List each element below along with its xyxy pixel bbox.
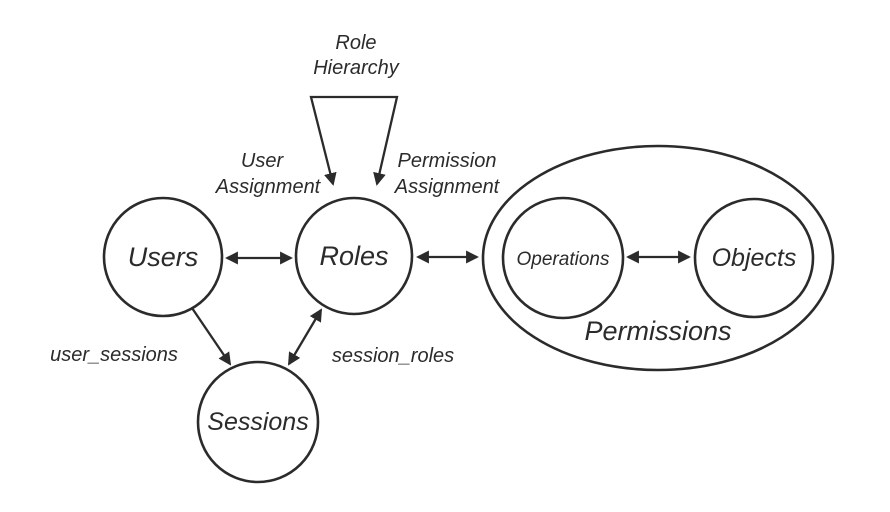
objects-node-circle: [693, 197, 815, 319]
operations-node-label: Operations: [517, 249, 610, 270]
user-assignment-label-line2: Assignment: [215, 176, 322, 198]
user-assignment-label-line1: User: [241, 150, 285, 172]
sessions-node-label: Sessions: [207, 408, 308, 436]
objects-node-label: Objects: [712, 244, 797, 272]
operations-node-circle: [501, 196, 625, 320]
permissions-group-ellipse: [481, 144, 835, 372]
sessions-roles-arrow: [288, 308, 322, 366]
permissions-group-label: Permissions: [584, 316, 731, 346]
roles-node-circle: [294, 196, 414, 316]
user-sessions-edge-label: user_sessions: [50, 344, 178, 366]
users-sessions-arrow: [191, 307, 232, 366]
permission-assignment-label-line2: Assignment: [394, 176, 501, 198]
role-hierarchy-loop-arrow: [309, 95, 399, 186]
session-roles-edge-label: session_roles: [332, 345, 454, 367]
permission-assignment-label-line1: Permission: [398, 150, 497, 172]
role-hierarchy-label-line2: Hierarchy: [313, 57, 400, 79]
users-node-circle: [102, 196, 224, 318]
sessions-node-circle: [196, 360, 320, 484]
users-node-label: Users: [128, 242, 199, 272]
roles-node-label: Roles: [319, 241, 388, 271]
role-hierarchy-label-line1: Role: [335, 32, 376, 54]
